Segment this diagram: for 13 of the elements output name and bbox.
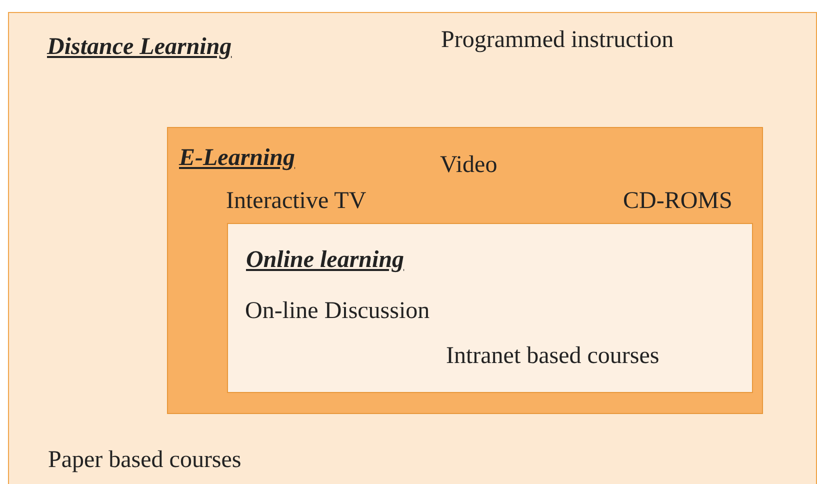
region-box <box>8 12 817 484</box>
topic-label: Intranet based courses <box>446 342 660 370</box>
topic-label: CD-ROMS <box>623 187 732 215</box>
region-title: Online learning <box>246 246 404 274</box>
topic-label: Paper based courses <box>48 446 242 474</box>
region-box <box>227 223 753 393</box>
topic-label: Video <box>440 151 498 179</box>
topic-label: On-line Discussion <box>245 297 430 325</box>
region-box <box>167 127 763 414</box>
region-title: E-Learning <box>179 144 296 172</box>
region-title: Distance Learning <box>47 33 232 61</box>
topic-label: Programmed instruction <box>441 26 674 54</box>
topic-label: Interactive TV <box>226 187 366 215</box>
